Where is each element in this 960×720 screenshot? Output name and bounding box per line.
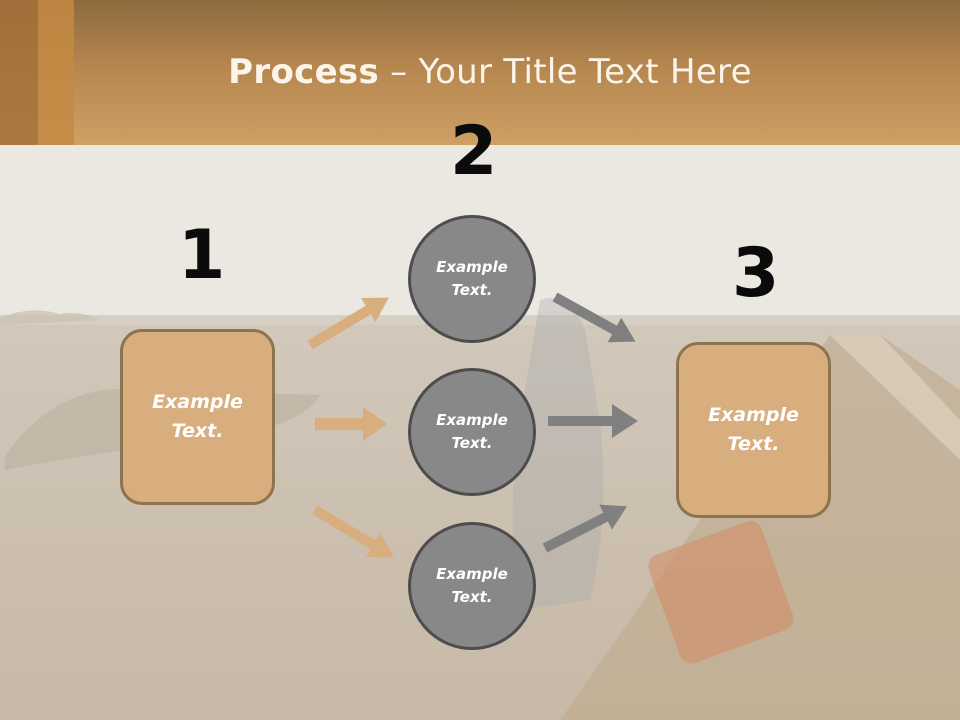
arrow-from-circle-1 [552, 292, 636, 343]
step-3-line2: Text. [727, 433, 780, 455]
arrow-from-circle-2 [548, 404, 638, 438]
slide-title: Process – Your Title Text Here [0, 52, 960, 92]
header-accent-bar [0, 0, 38, 145]
step-number-2: 2 [450, 112, 498, 191]
arrow-to-circle-3 [312, 505, 394, 558]
circle-2-line2: Text. [451, 434, 493, 452]
circle-1-line1: Example [436, 258, 508, 276]
step-3-line1: Example [708, 404, 799, 426]
header-band [0, 0, 960, 145]
circle-2-line1: Example [436, 411, 508, 429]
step-number-3: 3 [732, 234, 780, 313]
header-accent-bar [38, 0, 74, 145]
step-number-1: 1 [178, 216, 226, 295]
title-bold: Process [228, 52, 380, 92]
circle-3-line2: Text. [451, 588, 493, 606]
title-rest: – Your Title Text Here [379, 52, 752, 92]
arrow-to-circle-1 [307, 297, 389, 350]
step-1-line2: Text. [171, 420, 224, 442]
step-1-line1: Example [152, 391, 243, 413]
arrow-to-circle-2 [315, 407, 387, 441]
circle-1-line2: Text. [451, 281, 493, 299]
circle-3-line1: Example [436, 565, 508, 583]
arrow-from-circle-3 [542, 504, 627, 553]
